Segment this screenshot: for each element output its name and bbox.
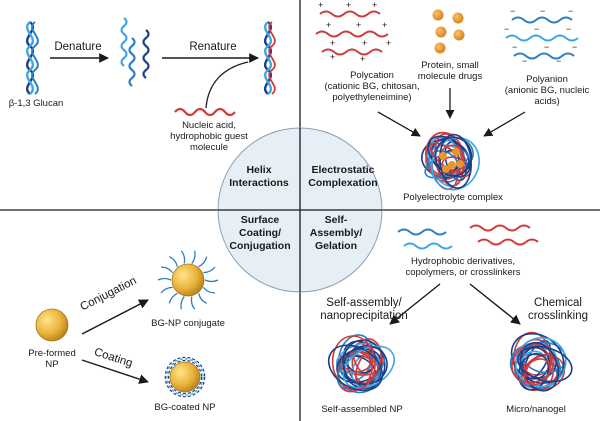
plus-sign: + <box>326 20 331 30</box>
plus-sign: + <box>330 52 335 62</box>
bg-np-conjugate <box>171 263 205 297</box>
hydrophobic-derivatives-label: Hydrophobic derivatives,copolymers, or c… <box>405 256 521 278</box>
minus-sign: − <box>568 6 573 16</box>
guest-molecule-strand <box>174 107 236 117</box>
polyanion-arrow <box>483 111 526 137</box>
minus-sign: − <box>540 6 545 16</box>
hydrophobic-derivative-strands <box>397 224 539 250</box>
plus-sign: + <box>330 38 335 48</box>
micro-nanogel-label: Micro/nanogel <box>506 404 566 415</box>
self-assembled-np-label: Self-assembled NP <box>321 404 403 415</box>
denature-label: Denature <box>54 41 102 53</box>
plus-sign: + <box>382 20 387 30</box>
bg-coating-shell <box>164 356 206 398</box>
conjugated-bg-chains <box>157 250 219 310</box>
minus-sign: − <box>534 24 539 34</box>
plus-sign: + <box>386 38 391 48</box>
polyelectrolyte-complex-label: Polyelectrolyte complex <box>403 192 503 203</box>
polycation-strands <box>315 10 389 56</box>
micro-nanogel <box>509 331 573 392</box>
self-assembly-title: Self-Assembly/Gelation <box>309 214 363 252</box>
minus-sign: − <box>510 6 515 16</box>
protein-drug-particles <box>432 9 465 54</box>
plus-sign: + <box>372 0 377 10</box>
polycation-label: Polycation(cationic BG, chitosan,polyeth… <box>324 70 420 103</box>
minus-sign: − <box>566 24 571 34</box>
self-assembled-np <box>327 334 395 394</box>
plus-sign: + <box>346 0 351 10</box>
plus-sign: + <box>362 38 367 48</box>
polycation-arrow <box>377 111 421 137</box>
preformed-np <box>35 308 69 342</box>
self-assembly-nanoprecipitation-label: Self-assembly/nanoprecipitation <box>320 297 408 322</box>
polyelectrolyte-complex <box>421 131 480 191</box>
bg-np-conjugate-label: BG-NP conjugate <box>151 318 225 329</box>
glucan-label: β-1,3 Glucan <box>8 98 64 109</box>
plus-sign: + <box>360 54 365 64</box>
minus-sign: − <box>544 42 549 52</box>
denatured-single-strands <box>120 17 150 87</box>
guest-insertion-arrow <box>205 61 249 109</box>
renatured-helix-with-guest <box>263 21 276 95</box>
minus-sign: − <box>572 42 577 52</box>
plus-sign: + <box>356 20 361 30</box>
chemical-crosslinking-arrow <box>469 283 521 325</box>
plus-sign: + <box>318 0 323 10</box>
coating-arrow <box>81 359 149 384</box>
minus-sign: − <box>522 56 527 66</box>
self-assembly-arrow <box>389 283 441 325</box>
minus-sign: − <box>504 24 509 34</box>
glucan-triple-helix <box>25 21 39 95</box>
renature-label: Renature <box>189 41 237 53</box>
minus-sign: − <box>512 42 517 52</box>
bg-coated-np <box>169 361 201 393</box>
minus-sign: − <box>556 56 561 66</box>
conjugation-arrow <box>81 299 149 335</box>
polyanion-strands <box>505 16 579 60</box>
bg-coated-np-label: BG-coated NP <box>154 402 216 413</box>
